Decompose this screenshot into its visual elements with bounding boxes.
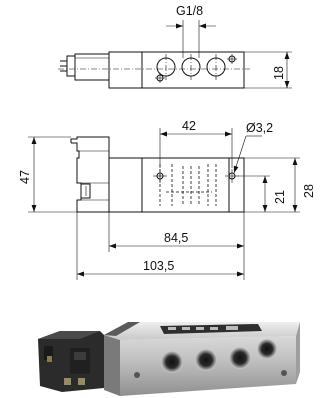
overall-height-dimension: 47 xyxy=(18,136,77,213)
body-length-dimension: 84,5 xyxy=(108,212,245,280)
body-height-label: 28 xyxy=(302,184,316,198)
top-view-height-label: 18 xyxy=(272,66,286,80)
valve-product-image xyxy=(38,322,300,396)
top-view xyxy=(58,51,250,89)
overall-height-label: 47 xyxy=(18,170,32,184)
hole-spacing-label: 42 xyxy=(182,119,196,133)
port-thread-label: G1/8 xyxy=(176,4,203,18)
hole-diameter-label: Ø3,2 xyxy=(246,121,273,135)
overall-length-dimension: 103,5 xyxy=(76,212,244,280)
port-thread-dimension: G1/8 xyxy=(166,4,216,58)
mount-height-label: 21 xyxy=(273,190,287,204)
body-length-label: 84,5 xyxy=(164,231,188,245)
top-view-height-dimension: 18 xyxy=(244,51,292,89)
overall-length-label: 103,5 xyxy=(143,259,174,273)
side-view xyxy=(70,136,245,213)
body-height-dimensions: 21 28 xyxy=(238,157,316,213)
hole-diameter-callout: Ø3,2 xyxy=(233,121,273,174)
hole-spacing-dimension: 42 xyxy=(159,119,233,168)
